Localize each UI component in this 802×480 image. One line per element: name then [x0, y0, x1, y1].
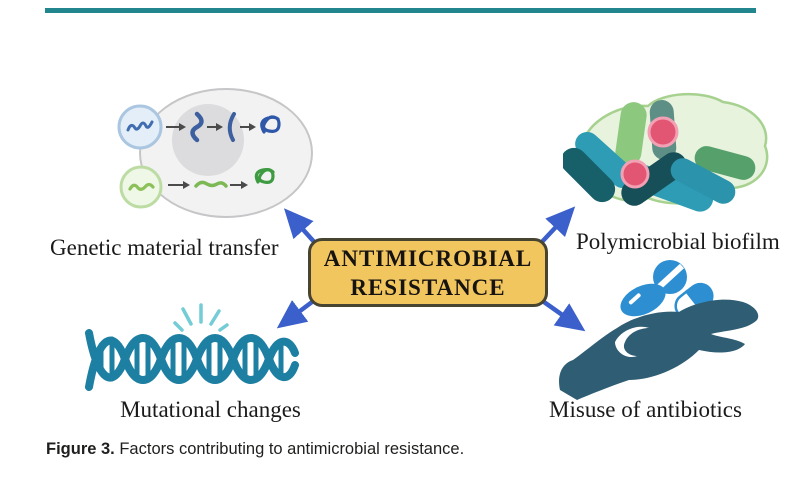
box-line-1: ANTIMICROBIAL [323, 245, 533, 271]
label-misuse-of-antibiotics: Misuse of antibiotics [549, 397, 742, 422]
top-rule-divider [45, 8, 756, 13]
dna-helix-break-icon [85, 303, 299, 391]
hand-holding-pills-icon [559, 260, 759, 400]
figure-caption-number: Figure 3. [46, 440, 115, 458]
figure-caption: Figure 3. Factors contributing to antimi… [46, 440, 464, 459]
arrow-to-mutation [276, 299, 315, 329]
arrow-to-misuse [541, 299, 586, 332]
figure-caption-text: Factors contributing to antimicrobial re… [114, 440, 465, 458]
label-mutational-changes: Mutational changes [120, 397, 301, 422]
label-polymicrobial-biofilm: Polymicrobial biofilm [576, 229, 780, 254]
box-line-2: RESISTANCE [350, 274, 506, 300]
cell-gene-transfer-icon [117, 88, 313, 218]
arrow-to-genetic [283, 208, 319, 247]
label-genetic-material-transfer: Genetic material transfer [50, 235, 279, 260]
antimicrobial-resistance-box: ANTIMICROBIAL RESISTANCE [308, 238, 548, 307]
bacteria-cluster-icon [563, 92, 769, 212]
arrow-to-biofilm [537, 206, 576, 247]
